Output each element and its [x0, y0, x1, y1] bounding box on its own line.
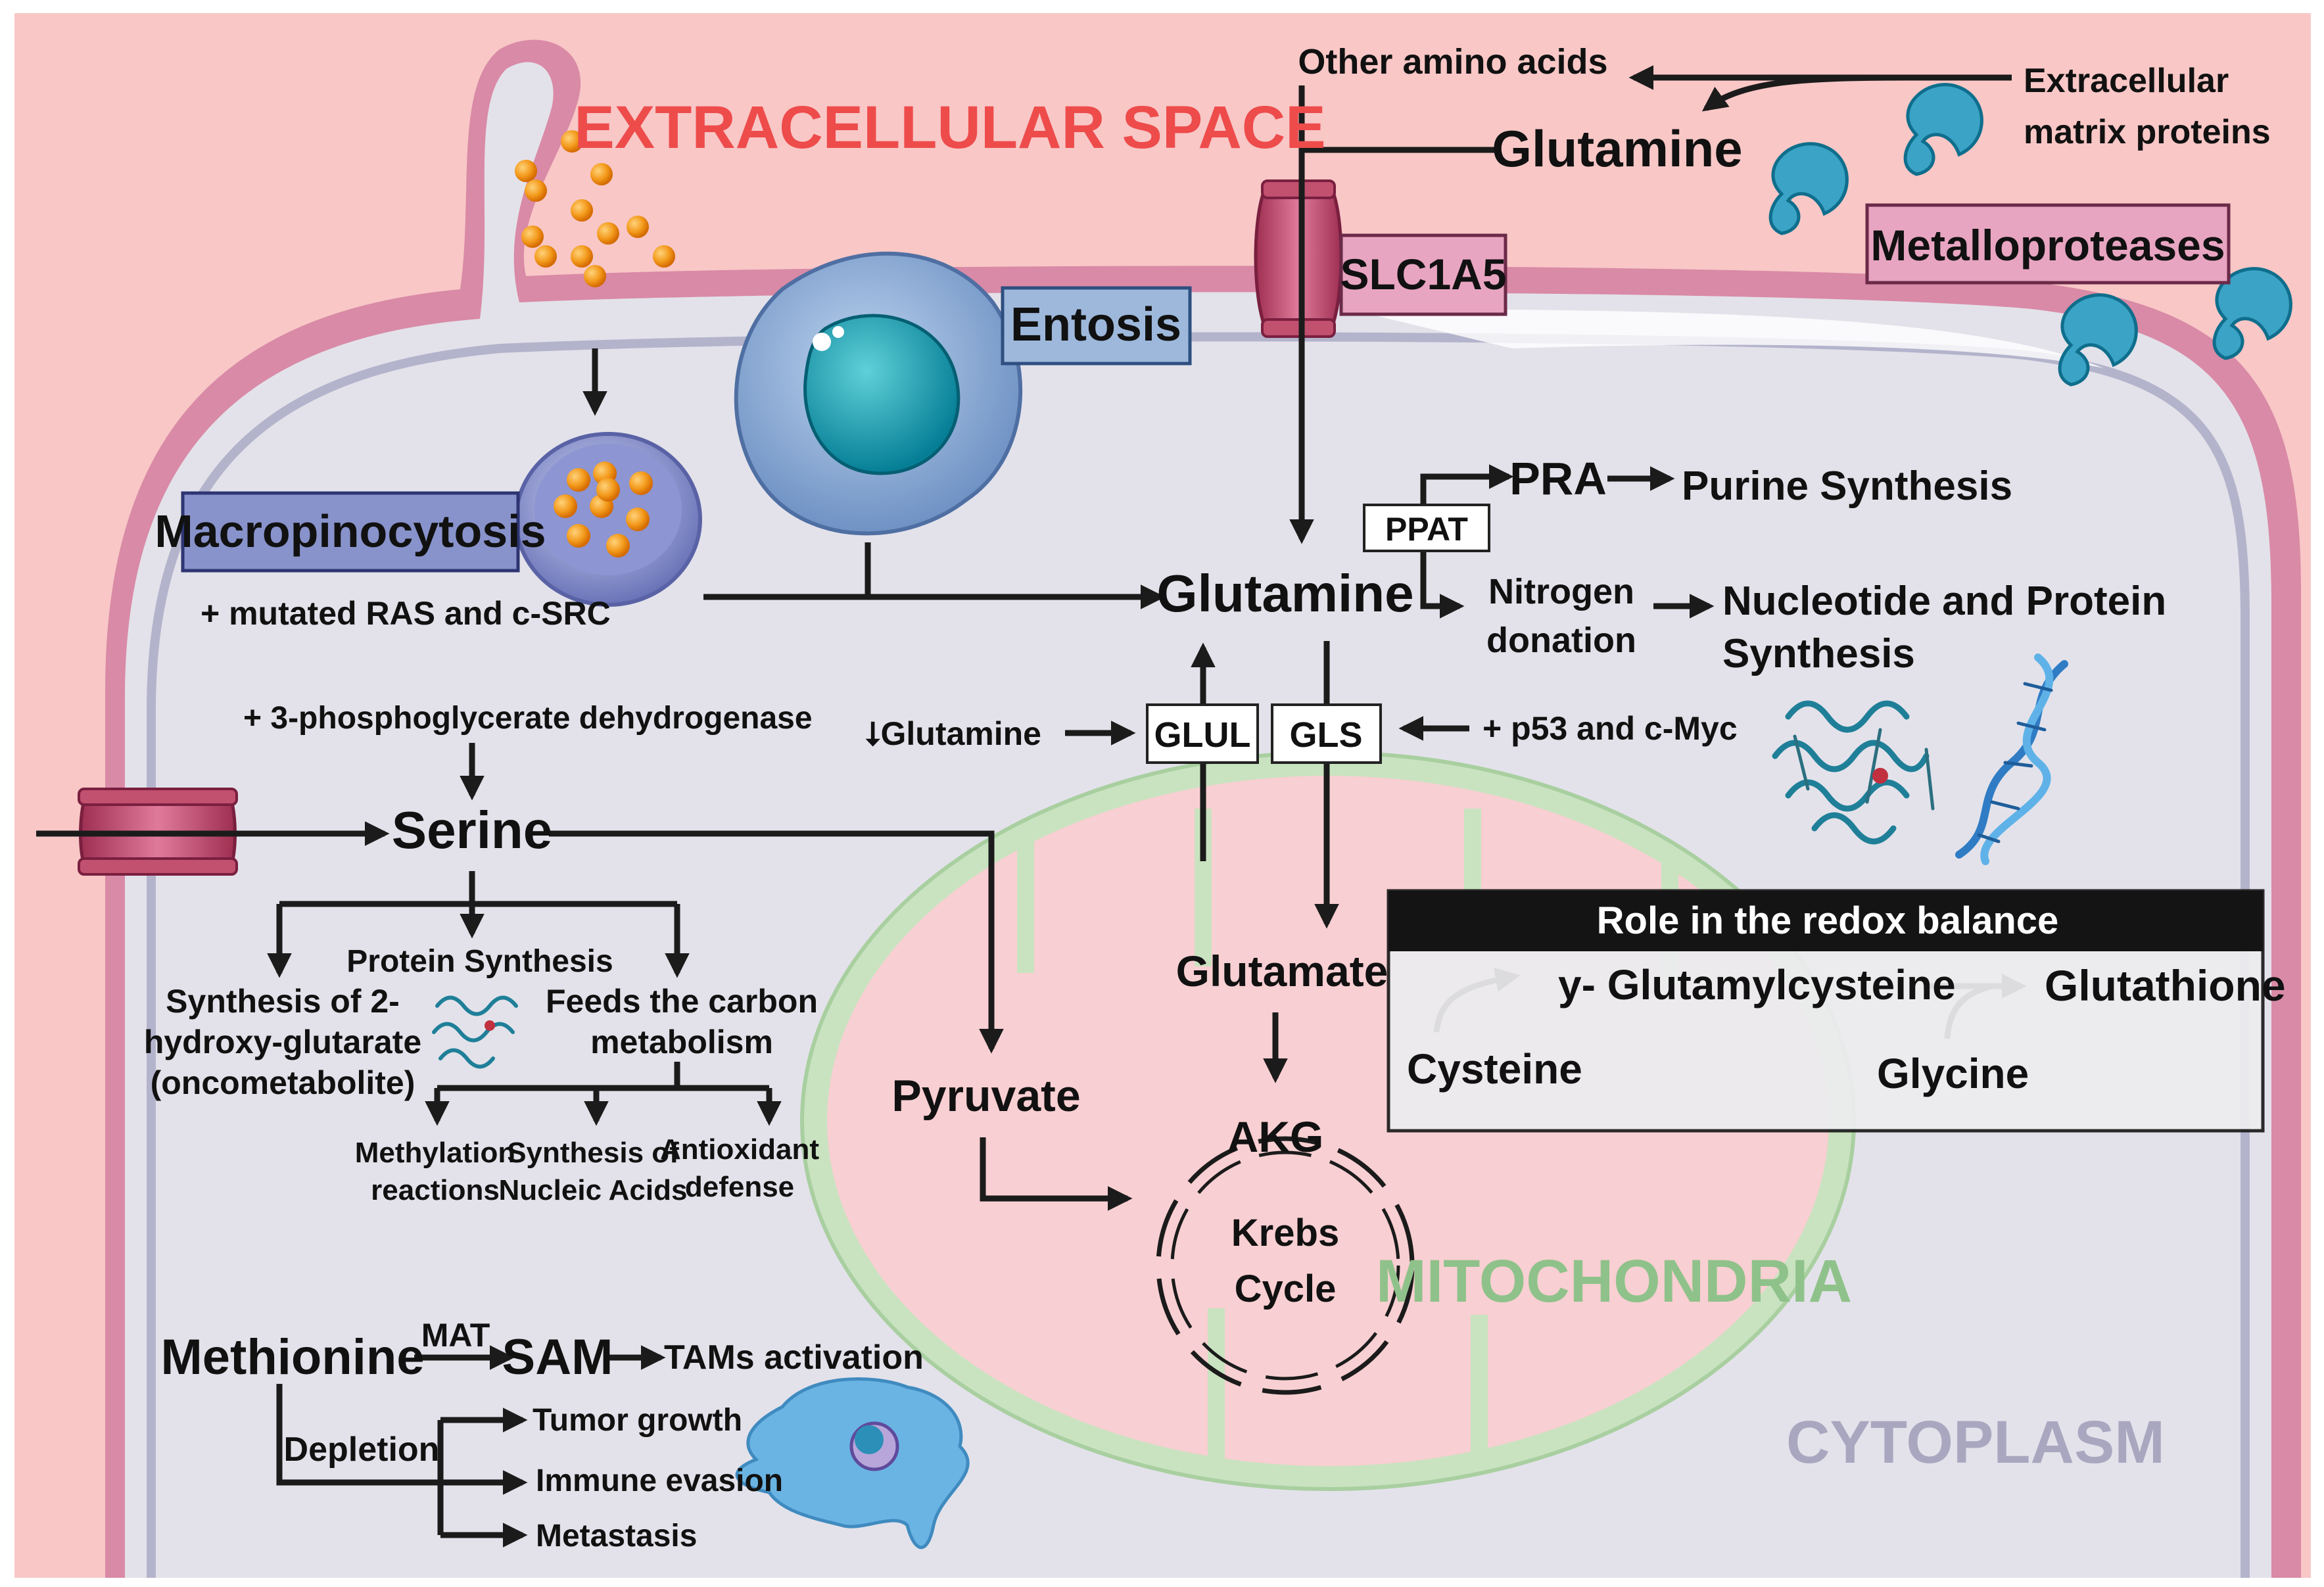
- purine-synthesis-label: Purine Synthesis: [1682, 463, 2012, 509]
- slc1a5-transporter-icon: [1254, 179, 1343, 338]
- macropinosome-icon: [514, 432, 702, 607]
- membrane-glow: [1348, 309, 2104, 368]
- krebs-cycle: [1156, 1136, 1415, 1395]
- tams-activation-label: TAMs activation: [664, 1338, 924, 1377]
- nitrogen-donation-label-2: donation: [1486, 621, 1636, 660]
- entosis-label: Entosis: [1010, 298, 1181, 351]
- antioxidant-label-2: defense: [685, 1171, 794, 1203]
- cysteine-label: Cysteine: [1407, 1045, 1582, 1093]
- glutathione-label: Glutathione: [2045, 961, 2286, 1010]
- pgdh-label: + 3-phosphoglycerate dehydrogenase: [243, 701, 813, 736]
- hydroxyglutarate-label-3: (oncometabolite): [151, 1064, 415, 1101]
- cytoplasm-glutamine-label: Glutamine: [1156, 564, 1413, 623]
- region-cytoplasm-label: CYTOPLASM: [1786, 1409, 2165, 1476]
- glycine-label: Glycine: [1877, 1050, 2029, 1097]
- protein-synthesis-label: Protein Synthesis: [346, 944, 613, 979]
- membrane-inner-line: [147, 332, 2250, 1578]
- methylation-label-1: Methylation: [355, 1137, 515, 1169]
- macropinocytosis-note: + mutated RAS and c-SRC: [201, 595, 611, 632]
- protein-structure-icon: [432, 995, 518, 1069]
- sam-label: SAM: [502, 1329, 613, 1385]
- gamma-glutamylcysteine-label: y- Glutamylcysteine: [1558, 961, 1956, 1008]
- macrophage-icon: [735, 1377, 970, 1550]
- ecm-proteins-label-1: Extracellular: [2024, 62, 2229, 100]
- hydroxyglutarate-label-2: hydroxy-glutarate: [144, 1024, 421, 1060]
- nucleotide-synthesis-label-1: Nucleotide and Protein: [1722, 579, 2166, 624]
- gls-label: GLS: [1289, 715, 1362, 755]
- redox-panel: [1387, 889, 2265, 1133]
- metastasis-label: Metastasis: [536, 1519, 697, 1553]
- glul-box: [1146, 703, 1259, 764]
- ecm-proteins-label-2: matrix proteins: [2024, 113, 2271, 151]
- nucleic-acids-label-1: Synthesis of: [507, 1137, 679, 1169]
- ppat-label: PPAT: [1385, 511, 1468, 548]
- low-glutamine-label: ⭣Glutamine: [865, 715, 1041, 752]
- protein-structure-icon: [1772, 700, 1935, 845]
- pra-label: PRA: [1509, 453, 1607, 504]
- redox-header-label: Role in the redox balance: [1597, 899, 2059, 942]
- extracellular-glutamine-label: Glutamine: [1492, 120, 1742, 178]
- gls-box: [1271, 703, 1382, 764]
- immune-evasion-label: Immune evasion: [536, 1463, 783, 1498]
- region-mitochondria-label: MITOCHONDRIA: [1376, 1248, 1852, 1315]
- krebs-label-2: Cycle: [1235, 1267, 1337, 1310]
- metalloproteases-box: [1865, 203, 2231, 285]
- carbon-metabolism-label-2: metabolism: [590, 1024, 773, 1060]
- dna-helix-icon: [1955, 653, 2068, 865]
- methionine-label: Methionine: [160, 1329, 424, 1385]
- mat-label: MAT: [421, 1317, 490, 1354]
- carbon-metabolism-label-1: Feeds the carbon: [546, 983, 818, 1020]
- ppat-box: [1363, 504, 1490, 552]
- p53-myc-label: + p53 and c-Myc: [1482, 710, 1738, 747]
- depletion-label: Depletion: [284, 1431, 440, 1469]
- serine-label: Serine: [392, 801, 553, 859]
- methylation-label-2: reactions: [371, 1174, 500, 1206]
- krebs-label-1: Krebs: [1231, 1212, 1339, 1254]
- antioxidant-label-1: Antioxidant: [660, 1133, 819, 1166]
- nucleic-acids-label-2: Nucleic Acids: [499, 1174, 688, 1206]
- metalloprotease-icon: [1768, 83, 2292, 387]
- slc1a5-label: SLC1A5: [1340, 250, 1506, 298]
- hydroxyglutarate-label-1: Synthesis of 2-: [166, 983, 400, 1020]
- tumor-growth-label: Tumor growth: [533, 1403, 742, 1438]
- nitrogen-donation-label-1: Nitrogen: [1488, 572, 1634, 611]
- entosis-box: [1001, 286, 1192, 366]
- akg-label: AKG: [1227, 1112, 1324, 1161]
- region-extracellular-label: EXTRACELLULAR SPACE: [574, 94, 1325, 161]
- macropinocytosis-box: [181, 491, 520, 573]
- glul-label: GLUL: [1154, 715, 1251, 755]
- entosis-cell-icon: [734, 251, 1023, 536]
- macropinocytosis-label: Macropinocytosis: [154, 506, 546, 557]
- metalloproteases-label: Metalloproteases: [1870, 221, 2225, 270]
- nucleotide-synthesis-label-2: Synthesis: [1722, 631, 1915, 676]
- other-amino-acids-label: Other amino acids: [1298, 42, 1607, 82]
- slc1a5-box: [1339, 233, 1507, 316]
- glutamate-label: Glutamate: [1176, 947, 1388, 995]
- pyruvate-label: Pyruvate: [891, 1071, 1080, 1121]
- vesicle-icon: [515, 130, 675, 287]
